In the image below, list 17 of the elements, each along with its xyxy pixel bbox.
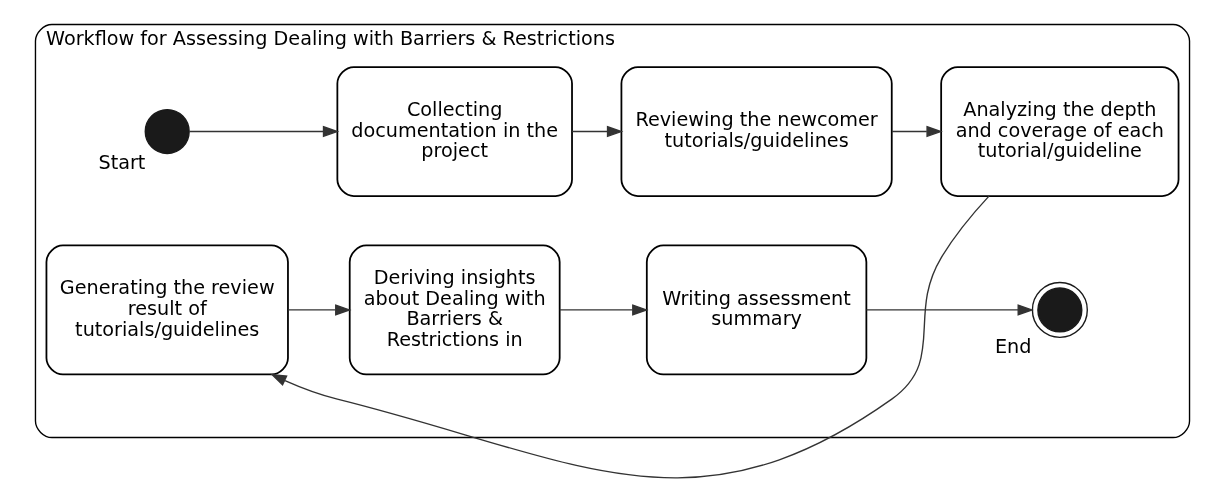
arrow (865, 304, 1034, 316)
node-circle (1031, 281, 1088, 339)
arrow (559, 304, 649, 316)
node-label: Start (98, 150, 146, 174)
node-box: Writing assessment summary (645, 244, 868, 376)
arrow (270, 195, 990, 479)
node-label: End (994, 334, 1032, 358)
node-box: Analyzing the depth and coverage of each tutorial/guideline (940, 66, 1180, 197)
node-box: Reviewing the newcomer tutorials/guidelines (620, 66, 893, 197)
arrow (188, 125, 340, 138)
node-box: Deriving insights about Dealing with Barriers & Restrictions in (348, 244, 561, 376)
arrow (571, 125, 624, 138)
node-box: Generating the review result of tutorials/guidelines (45, 244, 289, 376)
node-circle (144, 108, 190, 155)
arrow (287, 304, 352, 316)
node-box: Collecting documentation in the project (336, 66, 573, 197)
arrow (891, 125, 943, 138)
